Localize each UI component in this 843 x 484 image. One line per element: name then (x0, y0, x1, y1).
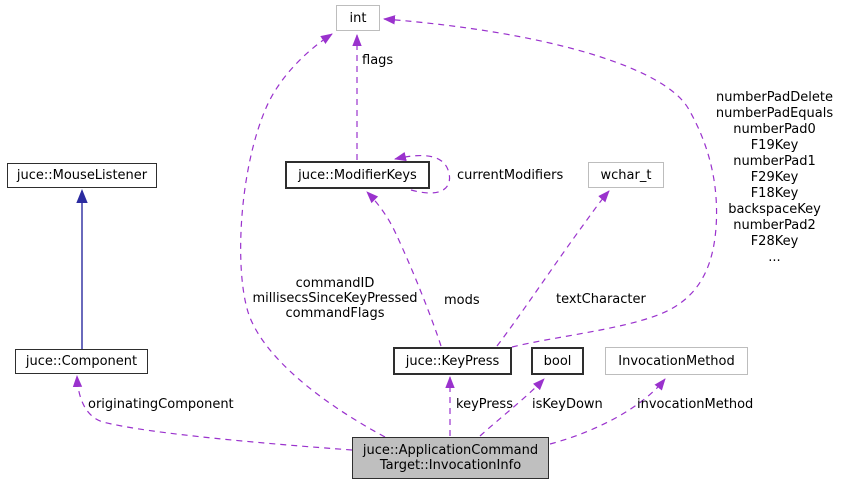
edge-current-modifiers-loop (394, 151, 451, 194)
label-mods: mods (444, 293, 480, 308)
node-bool: bool (531, 347, 584, 375)
edge-text-character (496, 190, 610, 347)
node-juce-mouselistener[interactable]: juce::MouseListener (7, 163, 157, 188)
edge-keypress-statics (383, 15, 718, 348)
node-wchar-t: wchar_t (588, 162, 664, 188)
edge-command-fields (240, 33, 386, 438)
label-text-character: textCharacter (556, 292, 646, 307)
node-juce-keypress[interactable]: juce::KeyPress (393, 347, 512, 375)
label-keypress: keyPress (456, 397, 513, 412)
label-command-fields: commandID millisecsSinceKeyPressed comma… (252, 276, 418, 321)
node-juce-component[interactable]: juce::Component (15, 349, 148, 374)
edge-invocation-method (549, 378, 666, 445)
label-invocation-method: invocationMethod (637, 397, 754, 412)
label-flags: flags (362, 53, 394, 68)
node-invocation-info: juce::ApplicationCommand Target::Invocat… (352, 437, 549, 479)
label-keypress-statics: numberPadDelete numberPadEquals numberPa… (715, 90, 834, 265)
label-current-modifiers: currentModifiers (457, 168, 564, 183)
edge-originating-component (72, 375, 353, 451)
invocation-info-line2: Target::InvocationInfo (379, 458, 522, 473)
label-is-key-down: isKeyDown (532, 397, 603, 412)
label-originating-component: originatingComponent (88, 397, 234, 412)
edge-mods (366, 191, 442, 347)
edge-is-key-down (479, 378, 545, 437)
node-juce-modifierkeys[interactable]: juce::ModifierKeys (285, 161, 430, 189)
invocation-info-line1: juce::ApplicationCommand (362, 443, 539, 458)
node-invocationmethod: InvocationMethod (605, 347, 748, 375)
node-int: int (336, 5, 380, 31)
